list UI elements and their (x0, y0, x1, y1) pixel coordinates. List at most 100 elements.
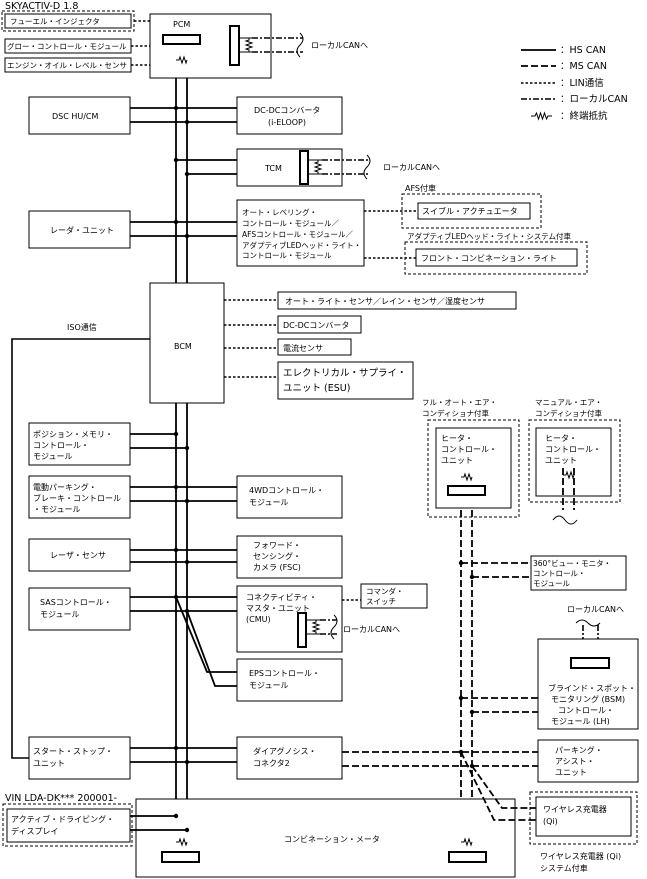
cmu-local-can-label: ローカルCANへ (343, 625, 400, 634)
esu-label-1: エレクトリカル・サプライ・ (283, 368, 407, 379)
parking-assist-label-1: パーキング・ (555, 745, 603, 755)
view360-module (530, 555, 627, 591)
legend-lin: ：LIN通信 (560, 77, 604, 89)
wireless-charger-module (535, 796, 632, 837)
esu-box (277, 361, 414, 400)
active-display-module (6, 808, 131, 843)
bcm-label: BCM (174, 342, 192, 351)
tcm-local-can-connector (299, 150, 309, 185)
manual-ac-label-1: マニュアル・エア・ (535, 398, 602, 407)
commander-switch-label-2: スイッチ (366, 597, 396, 606)
tcm-resistor-icon (313, 160, 323, 174)
hs-can-backbone (175, 48, 188, 852)
oil-level-sensor-label: エンジン・オイル・レベル・センサ (7, 61, 127, 70)
wireless-charger-label-2: (Qi) (543, 817, 558, 826)
tcm-local-can-label: ローカルCANへ (383, 163, 440, 172)
auto-leveling-module (236, 199, 365, 267)
wireless-charger-border (529, 791, 638, 845)
eps-label-1: EPSコントロール・ (249, 669, 320, 678)
pcm-resistor-icon (176, 55, 188, 65)
wireless-charger-option-label-1: ワイヤレス充電器 (Qi) (540, 851, 621, 861)
auto-leveling-label-4: アダプティブLEDヘッド・ライト・ (242, 240, 361, 250)
commander-switch-box (360, 583, 428, 609)
current-sensor-box (277, 338, 352, 356)
epb-module (28, 475, 131, 519)
eps-module (236, 658, 343, 702)
heater-full-connector (447, 485, 486, 496)
pcm-label: PCM (173, 20, 190, 29)
pcm-local-can-connector (229, 25, 240, 66)
heater-full-resistor-icon (461, 472, 473, 482)
fsc-label-2: センシング・ (253, 551, 301, 561)
commander-switch-label-1: コマンダ・ (366, 586, 404, 596)
laser-sensor-label: レーザ・センサ (50, 551, 106, 560)
legend-resistor-icon (531, 111, 552, 121)
current-sensor-label: 電流センサ (283, 343, 323, 353)
afs-option-border (401, 193, 542, 229)
dcdc-eloop-label-1: DC-DCコンバータ (254, 106, 320, 115)
cmu-resistor-icon (311, 620, 321, 634)
combination-meter-label: コンビネーション・メータ (284, 835, 380, 844)
view360-label-3: モジュール (533, 579, 570, 588)
epb-label-3: ・モジュール (33, 505, 80, 514)
awd-module (236, 475, 343, 519)
iso-wire (11, 338, 150, 759)
meter-ms-resistor-icon (461, 837, 473, 847)
bsm-label-2: モニタリング (BSM) (551, 694, 625, 704)
combination-meter-module (135, 798, 516, 878)
swivel-actuator-label: スイブル・アクチュエータ (422, 206, 518, 216)
auto-leveling-label-3: AFSコントロール・モジュール／ (242, 230, 354, 239)
junction-dots (173, 105, 475, 833)
heater-full-label-1: ヒータ・ (441, 434, 473, 443)
dsc-module (28, 96, 131, 135)
swivel-actuator-box (417, 202, 531, 220)
afs-option-label: AFS付車 (405, 183, 436, 193)
tcm-module (236, 148, 343, 187)
fsc-module (236, 535, 343, 579)
dcdc-eloop-module (236, 96, 343, 135)
dlc2-module (236, 736, 343, 780)
radar-label: レーダ・ユニット (50, 225, 114, 235)
legend: ：HS CAN ：MS CAN ：LIN通信 ：ローカルCAN ：終端抵抗 (521, 45, 628, 122)
wireless-charger-option-label-2: システム付車 (540, 863, 588, 873)
pcm-module (149, 13, 272, 79)
rain-sensor-label: オート・ライト・センサ／レイン・センサ／湿度センサ (285, 296, 485, 306)
pcm-connector (162, 34, 201, 45)
auto-leveling-label-2: コントロール・モジュール／ (242, 219, 339, 228)
position-memory-label-3: モジュール (33, 452, 72, 461)
epb-label-1: 電動パーキング・ (33, 482, 97, 492)
wireless-charger-label-1: ワイヤレス充電器 (543, 804, 607, 814)
glow-control-label: グロー・コントロール・モジュール (7, 41, 127, 51)
heater-manual-label-2: コントロール・ (545, 445, 601, 454)
front-combination-light-label: フロント・コンビネーション・ライト (421, 254, 557, 263)
auto-leveling-label-5: コントロール・モジュール (242, 251, 332, 260)
fsc-label-3: カメラ (FSC) (253, 563, 301, 572)
fuel-injector-label: フューエル・インジェクタ (10, 17, 100, 26)
heater-full-label-3: ユニット (441, 456, 473, 465)
dlc2-label-2: コネクタ2 (253, 759, 290, 768)
parking-assist-label-2: アシスト・ (555, 757, 595, 766)
radar-module (28, 210, 131, 249)
fuel-injector-box (4, 13, 132, 29)
cmu-module (236, 585, 343, 653)
auto-leveling-label-1: オート・レベリング・ (242, 207, 317, 217)
active-display-border (2, 803, 133, 847)
position-memory-label-1: ポジション・メモリ・ (33, 430, 113, 439)
tcm-label: TCM (264, 164, 282, 173)
sas-module (28, 587, 131, 631)
rain-sensor-box (277, 291, 517, 310)
dsc-label: DSC HU/CM (52, 112, 99, 121)
cmu-local-can-connector (297, 612, 307, 648)
legend-hs-can: ：HS CAN (560, 45, 606, 56)
manual-ac-label-2: コンディショナ付車 (535, 408, 602, 418)
parking-assist-module (537, 739, 639, 783)
bsm-connector (570, 657, 610, 669)
bcm-module (149, 282, 225, 404)
awd-label-2: モジュール (249, 498, 288, 507)
epb-label-2: ブレーキ・コントロール (33, 493, 121, 503)
full-auto-ac-label-1: フル・オート・エア・ (422, 398, 497, 407)
iso-label: ISO通信 (67, 322, 97, 332)
bsm-label-4: モジュール (LH) (551, 717, 610, 726)
sas-label-2: モジュール (40, 610, 79, 619)
